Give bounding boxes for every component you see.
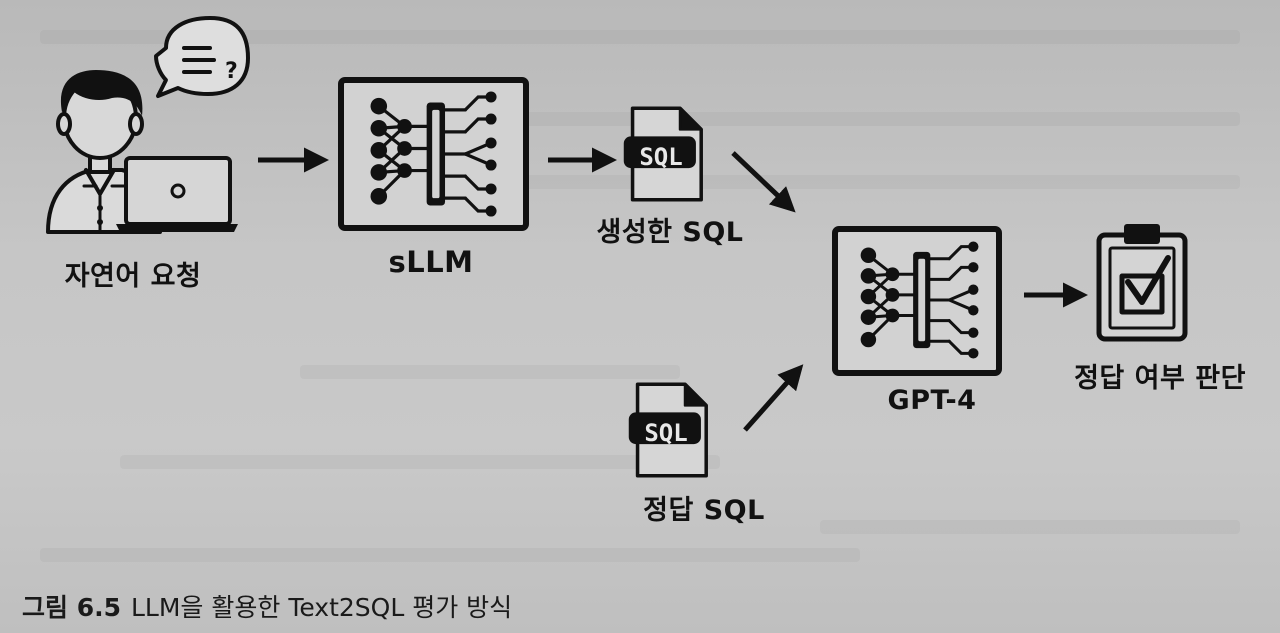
sllm-label: sLLM — [388, 245, 474, 279]
figure-caption: 그림 6.5 LLM을 활용한 Text2SQL 평가 방식 — [22, 588, 512, 624]
question-speech-bubble-icon: ? — [154, 16, 250, 98]
svg-text:?: ? — [225, 59, 238, 84]
answer-sql-file: SQL — [627, 382, 708, 478]
sql-badge-text: SQL — [639, 143, 682, 171]
gpt4-model-box — [832, 226, 1002, 376]
judgement-label: 정답 여부 판단 — [1074, 363, 1246, 394]
sql-badge-text: SQL — [644, 419, 687, 447]
user-at-laptop-icon: ? — [46, 16, 250, 234]
gpt4-label: GPT-4 — [887, 385, 977, 416]
user-request-label: 자연어 요청 — [64, 261, 202, 292]
generated-sql-file: SQL — [622, 106, 703, 202]
figure-number: 그림 6.5 — [22, 593, 121, 622]
arrow-answer-sql-to-gpt4 — [743, 364, 804, 432]
answer-sql-label: 정답 SQL — [643, 495, 765, 526]
figure-caption-text: LLM을 활용한 Text2SQL 평가 방식 — [131, 593, 513, 622]
generated-sql-label: 생성한 SQL — [596, 217, 744, 248]
sllm-model-box — [338, 77, 529, 231]
flow-arrows — [258, 147, 1088, 432]
clipboard-check-icon — [1096, 224, 1188, 342]
arrow-generated-sql-to-gpt4 — [731, 151, 796, 213]
